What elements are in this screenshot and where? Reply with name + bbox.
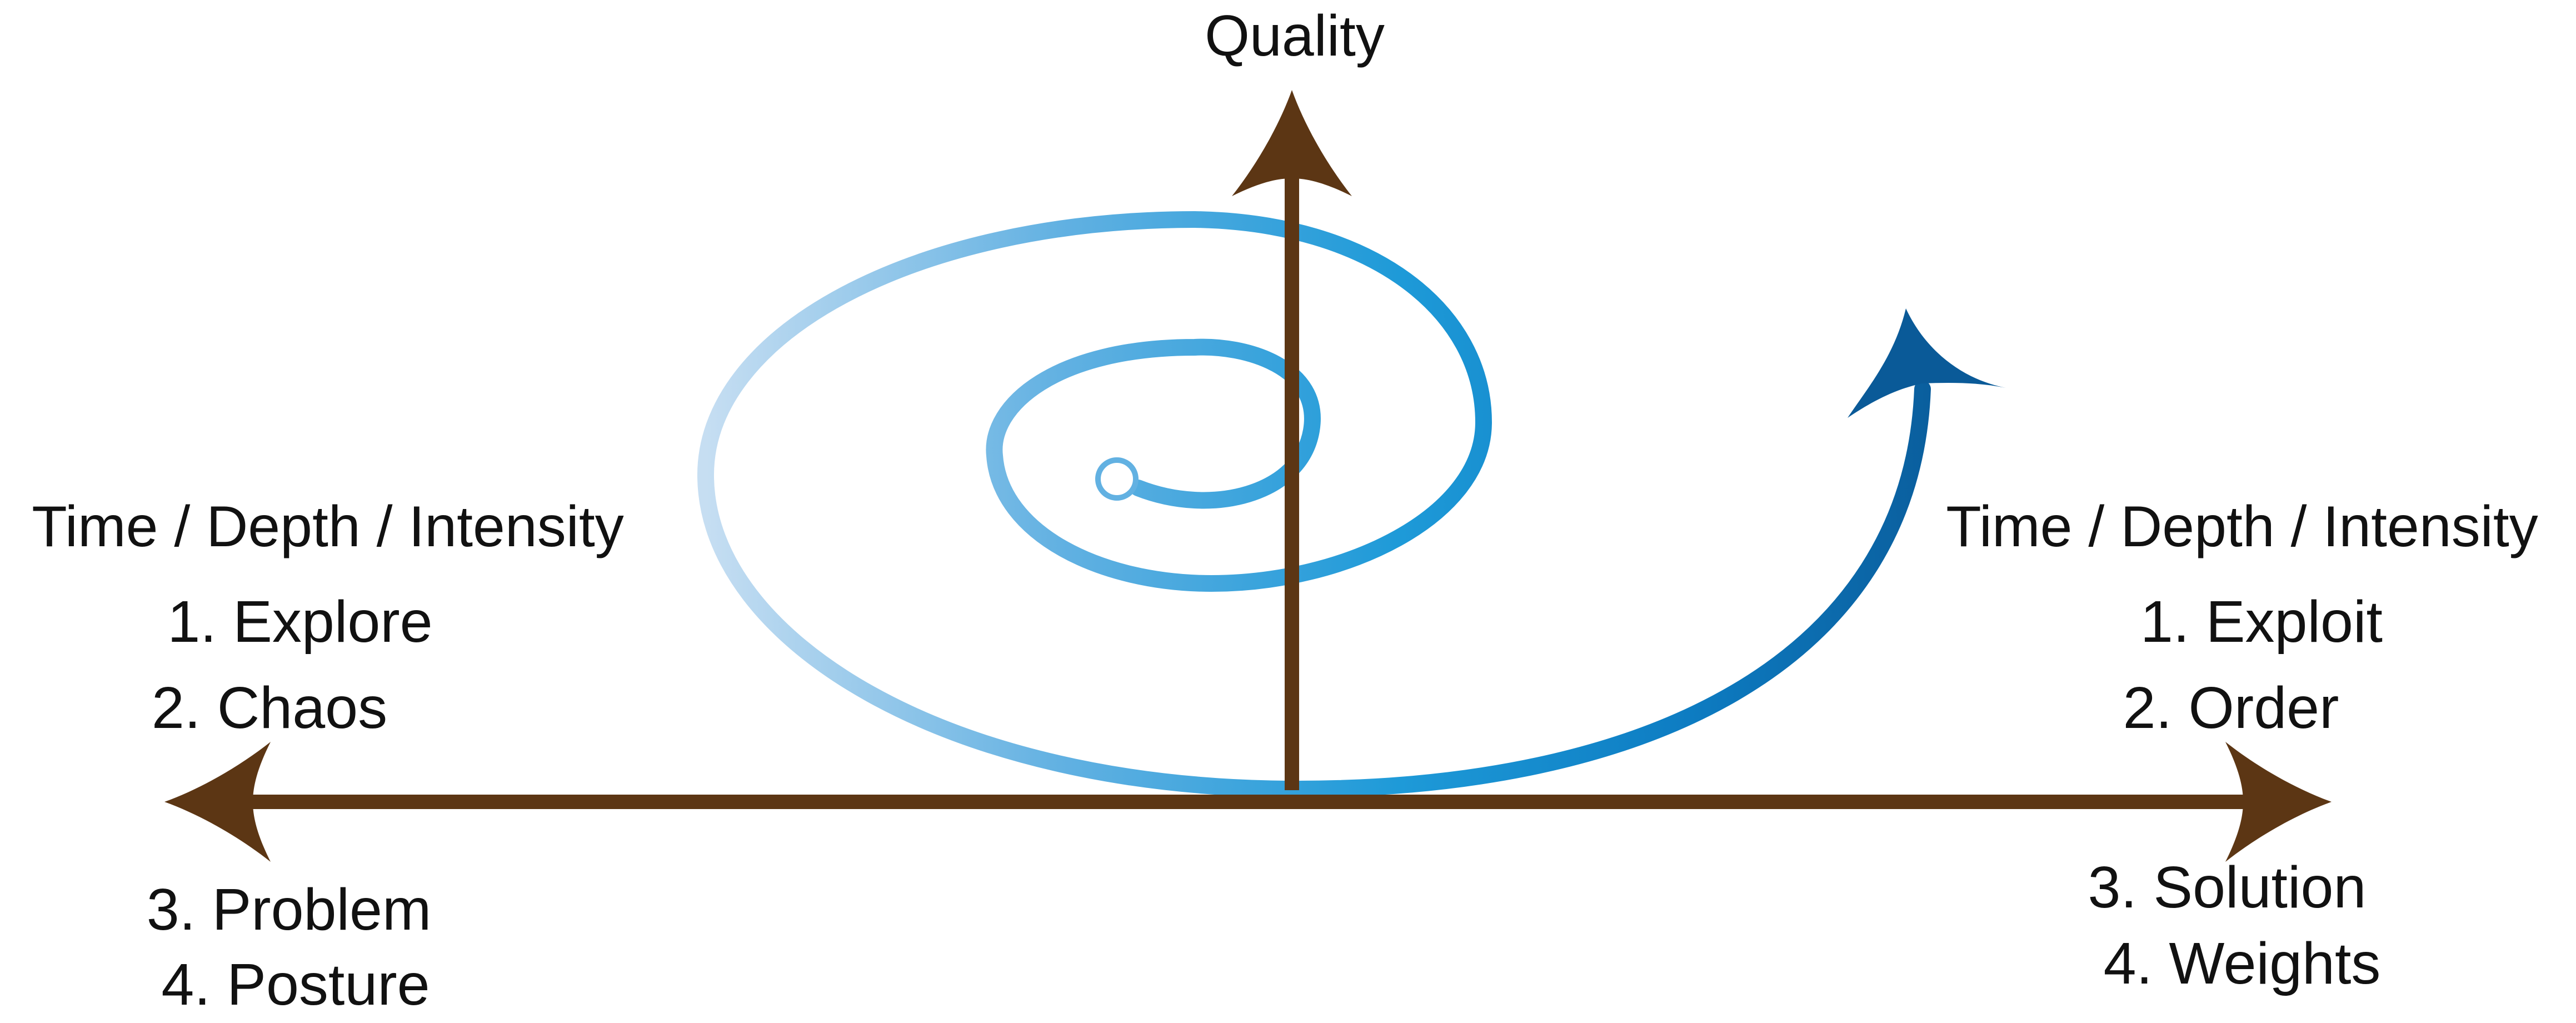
right-item-exploit: 1. Exploit bbox=[2140, 589, 2383, 655]
left-item-posture: 4. Posture bbox=[161, 952, 430, 1017]
right-arrowhead-icon bbox=[2225, 742, 2332, 862]
left-arrowhead-icon bbox=[164, 742, 271, 862]
quality-axis-label: Quality bbox=[1205, 4, 1385, 68]
right-item-weights: 4. Weights bbox=[2104, 931, 2381, 996]
spiral bbox=[697, 211, 2006, 798]
left-item-problem: 3. Problem bbox=[147, 877, 432, 942]
axes bbox=[164, 90, 2332, 862]
right-heading: Time / Depth / Intensity bbox=[1946, 495, 2538, 559]
spiral-arrowhead-icon bbox=[1848, 308, 2006, 418]
right-labels: Time / Depth / Intensity 1. Exploit 2. O… bbox=[1946, 495, 2538, 996]
left-item-explore: 1. Explore bbox=[167, 589, 432, 655]
up-arrowhead-icon bbox=[1232, 90, 1352, 196]
right-item-order: 2. Order bbox=[2123, 675, 2339, 741]
right-item-solution: 3. Solution bbox=[2088, 855, 2367, 920]
left-heading: Time / Depth / Intensity bbox=[32, 495, 623, 559]
left-item-chaos: 2. Chaos bbox=[152, 675, 387, 741]
spiral-start-dot bbox=[1095, 457, 1139, 501]
spiral-path bbox=[697, 211, 1931, 798]
left-labels: Time / Depth / Intensity 1. Explore 2. C… bbox=[32, 495, 623, 1017]
